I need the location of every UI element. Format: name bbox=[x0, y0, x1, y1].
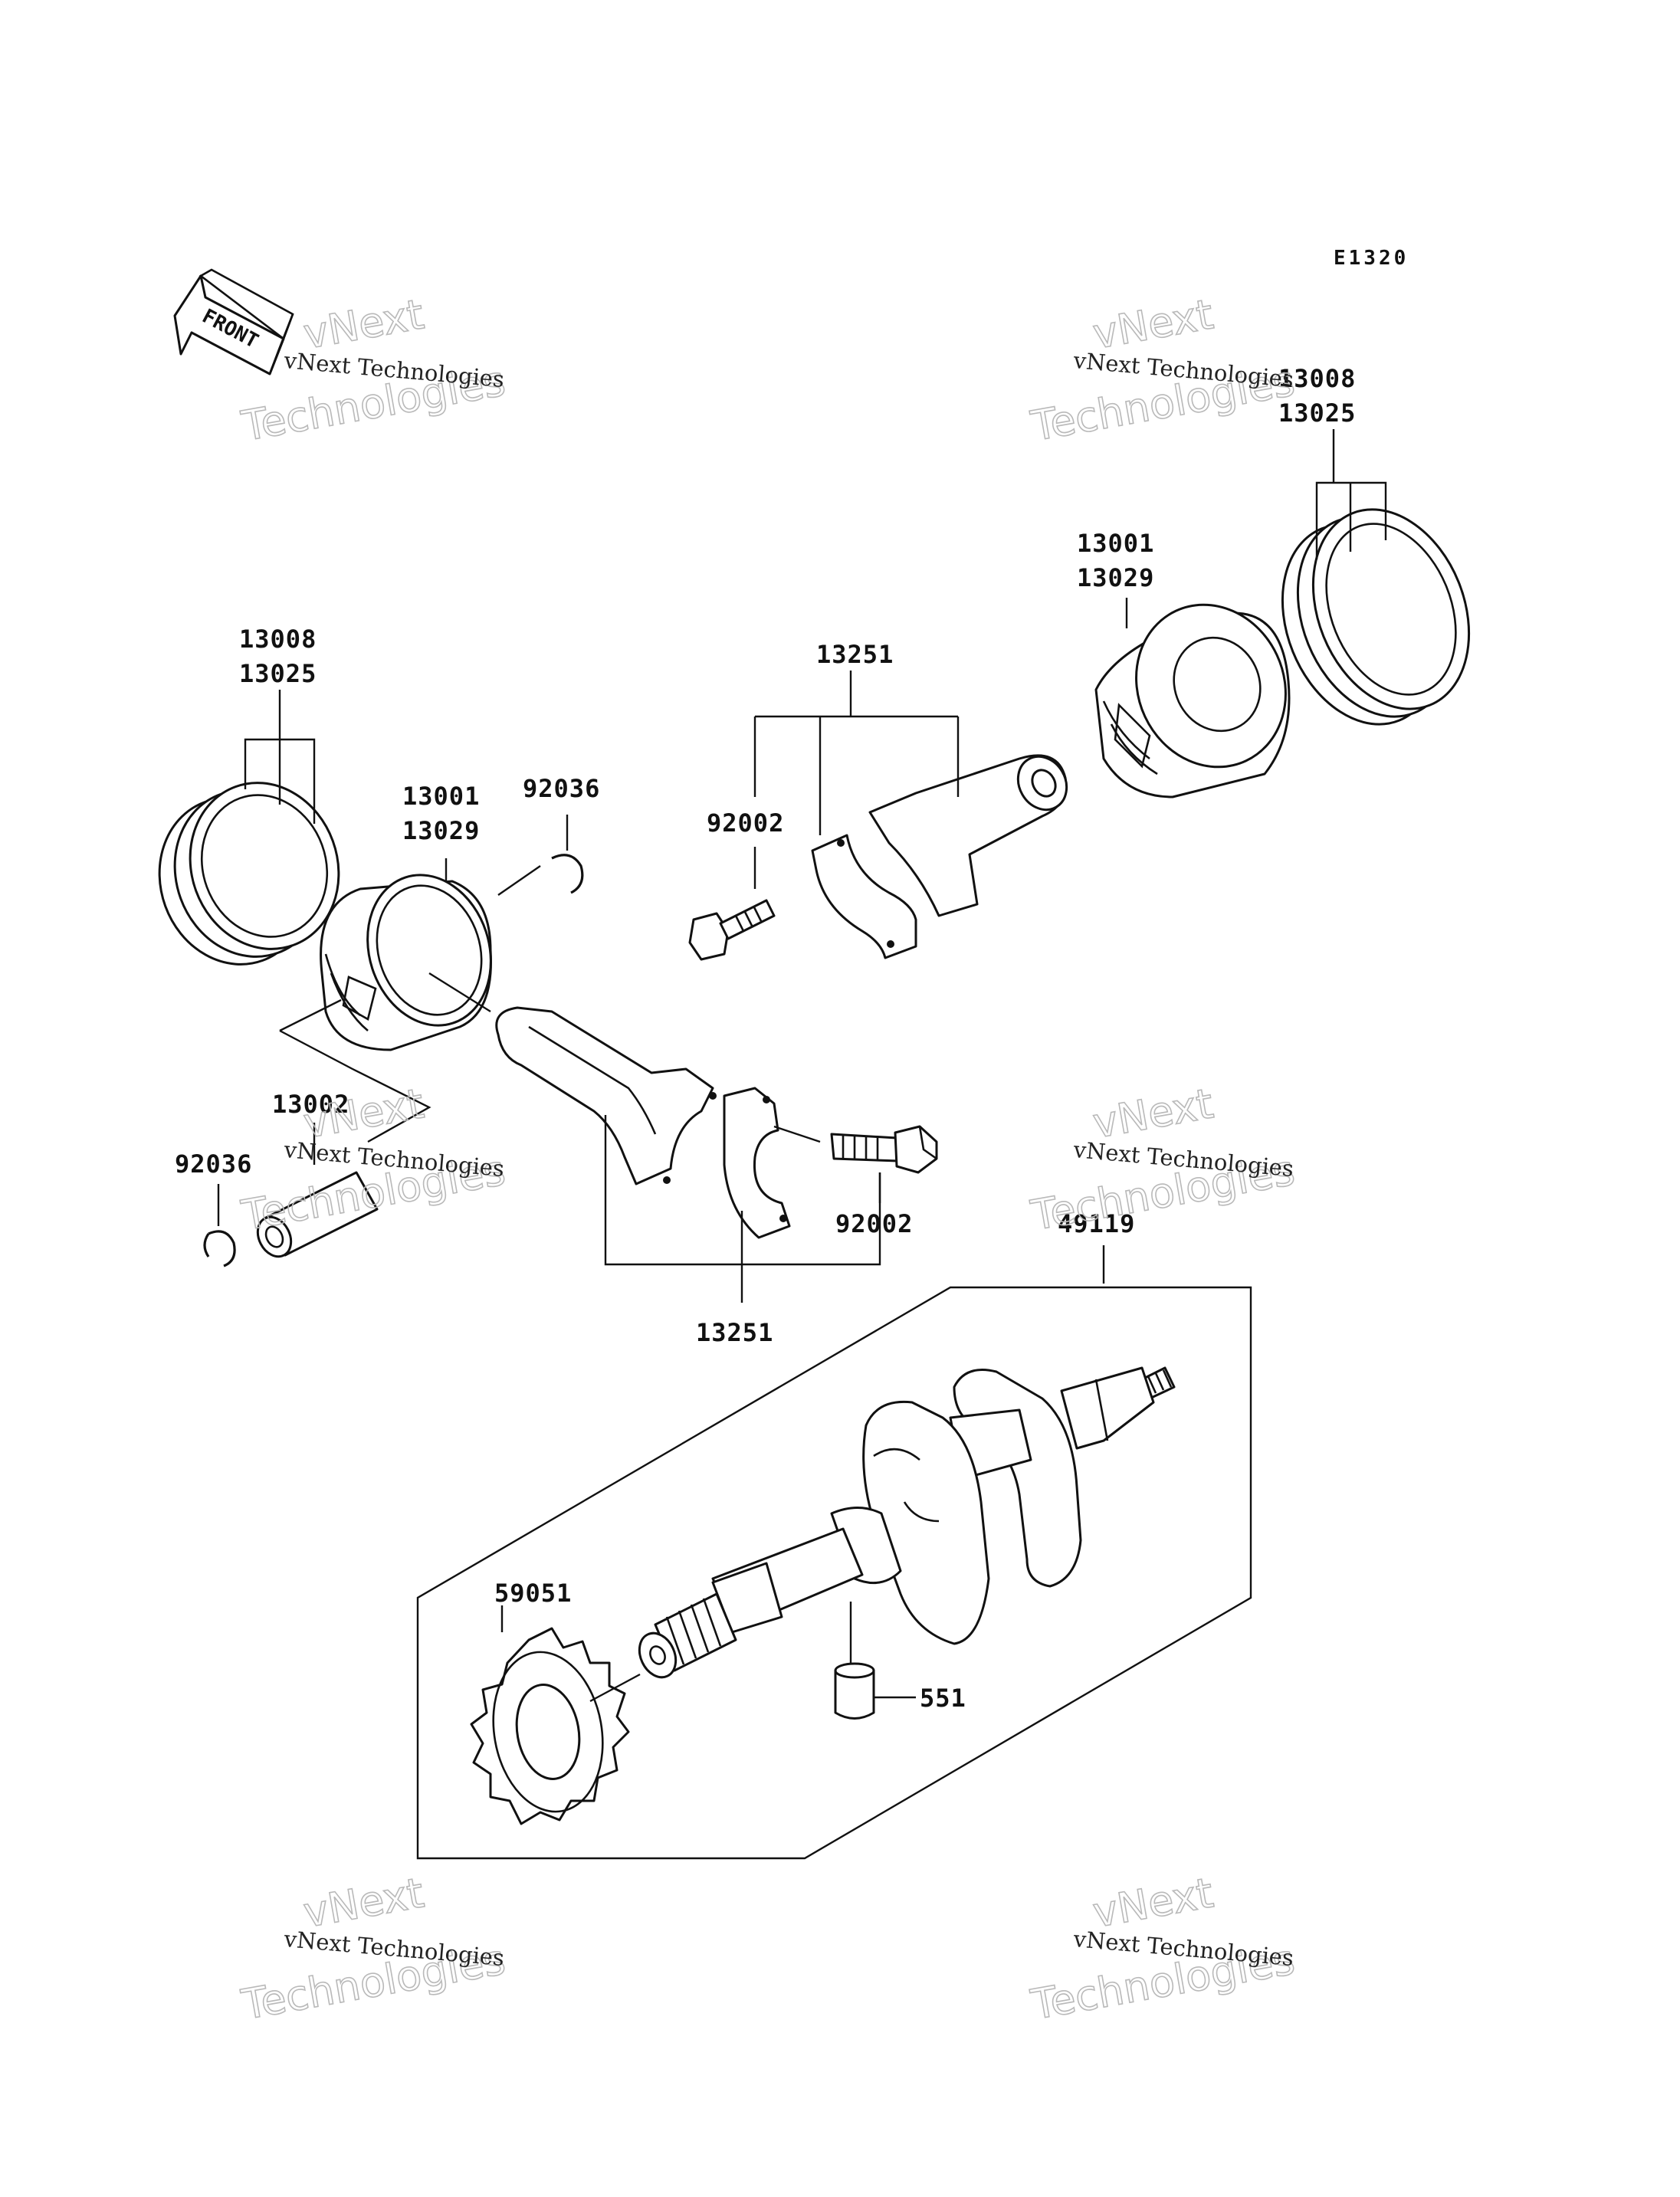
label-conrod-right: 13251 bbox=[816, 640, 894, 669]
gear bbox=[470, 1627, 630, 1825]
label-bolt-right: 92002 bbox=[707, 808, 784, 838]
label-clip-upper: 92036 bbox=[523, 774, 600, 803]
watermark-top-right: vNext Technologies vNext Technologies bbox=[1027, 290, 1299, 451]
label-piston-left-2: 13029 bbox=[402, 816, 480, 845]
label-rings-right-1: 13008 bbox=[1278, 364, 1356, 393]
piston-right bbox=[1094, 603, 1291, 798]
watermark-bottom-left: vNext Technologies vNext Technologies bbox=[238, 1868, 510, 2030]
dowel-pin bbox=[834, 1662, 875, 1720]
svg-text:vNext: vNext bbox=[300, 1868, 427, 1936]
watermark-top-left: vNext Technologies vNext Technologies bbox=[238, 290, 510, 451]
label-crankshaft: 49119 bbox=[1058, 1209, 1135, 1238]
label-piston-right-2: 13029 bbox=[1077, 563, 1154, 592]
label-gear: 59051 bbox=[494, 1579, 572, 1608]
bolt-right bbox=[688, 899, 776, 961]
front-arrow-icon: FRONT bbox=[173, 268, 294, 375]
watermark-middle-right: vNext Technologies vNext Technologies bbox=[1027, 1079, 1299, 1241]
svg-text:vNext: vNext bbox=[1089, 1868, 1216, 1936]
crankshaft bbox=[638, 1366, 1176, 1679]
svg-text:vNext: vNext bbox=[1089, 1079, 1216, 1147]
label-rings-left-1: 13008 bbox=[239, 625, 317, 654]
piston-left bbox=[320, 874, 492, 1051]
svg-text:vNext: vNext bbox=[1089, 290, 1216, 358]
circlip-lower bbox=[203, 1230, 236, 1267]
connecting-rod-left bbox=[495, 1006, 791, 1239]
connecting-rod-right bbox=[811, 754, 1068, 959]
bolt-left bbox=[830, 1125, 938, 1174]
label-dowel: 551 bbox=[920, 1684, 966, 1713]
label-pin: 13002 bbox=[272, 1090, 349, 1119]
circlip-upper bbox=[551, 854, 584, 894]
label-bolt-left: 92002 bbox=[835, 1209, 913, 1238]
label-rings-left-2: 13025 bbox=[239, 659, 317, 688]
label-conrod-left: 13251 bbox=[696, 1318, 773, 1347]
label-rings-right-2: 13025 bbox=[1278, 398, 1356, 428]
piston-rings-left bbox=[158, 782, 340, 966]
label-piston-left-1: 13001 bbox=[402, 782, 480, 811]
svg-text:vNext: vNext bbox=[300, 290, 427, 358]
crankshaft-assembly-outline bbox=[416, 1245, 1252, 1860]
piston-pin bbox=[256, 1171, 379, 1258]
label-piston-right-1: 13001 bbox=[1077, 529, 1154, 558]
watermark-bottom-right: vNext Technologies vNext Technologies bbox=[1027, 1868, 1299, 2030]
diagram-code: E1320 bbox=[1334, 247, 1409, 270]
label-clip-lower: 92036 bbox=[175, 1149, 252, 1179]
piston-rings-right bbox=[1281, 508, 1471, 726]
